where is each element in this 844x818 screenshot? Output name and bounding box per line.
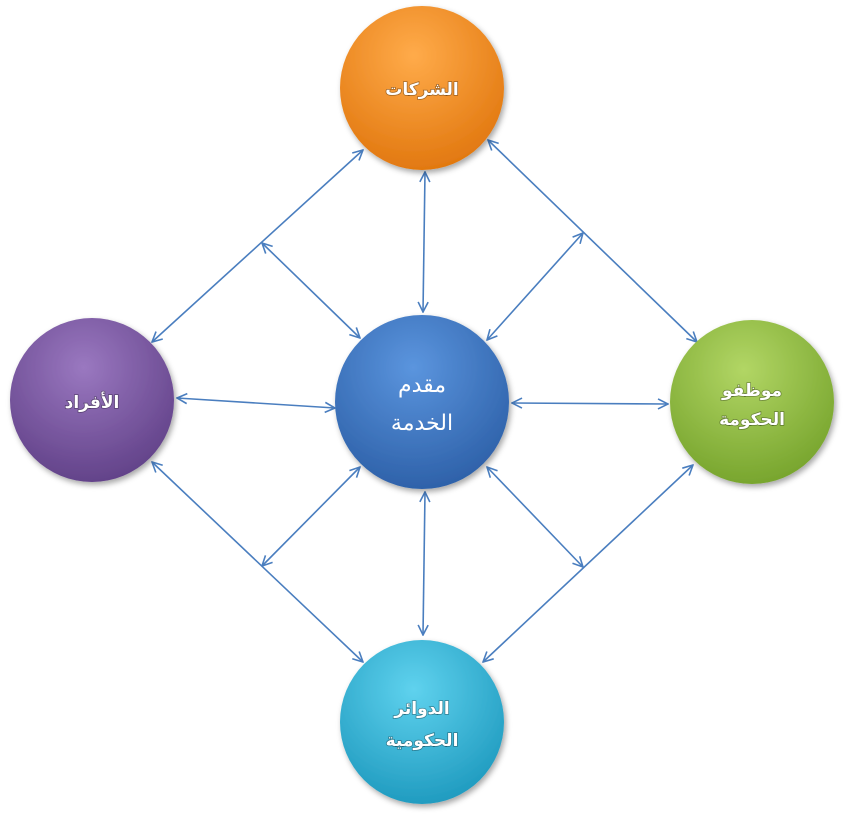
arrow-top-left (152, 150, 363, 342)
node-label: الأفراد (65, 392, 120, 413)
node-label-line2: الحكومة (719, 410, 785, 430)
node-circle (335, 315, 509, 489)
arrow-diag-br-center (487, 467, 583, 567)
node-label-line2: الخدمة (391, 411, 453, 436)
arrow-left-center (177, 398, 335, 408)
connectors (152, 140, 697, 662)
node-circle (340, 6, 504, 170)
arrow-bottom-center (423, 492, 425, 635)
node-label-line1: مقدم (398, 373, 446, 398)
node-top: الشركات (340, 6, 504, 170)
node-bottom: الدوائر الحكومية (340, 640, 504, 804)
node-circle (340, 640, 504, 804)
arrow-top-center (423, 172, 425, 312)
arrow-diag-tl-center (262, 243, 360, 338)
arrow-right-center (512, 403, 668, 404)
node-circle (670, 320, 834, 484)
arrow-top-right (488, 140, 697, 342)
node-label-line2: الحكومية (386, 731, 459, 751)
arrow-bottom-right (483, 465, 693, 662)
arrow-diag-bl-center (262, 467, 360, 566)
node-left: الأفراد (10, 318, 174, 482)
node-center: مقدم الخدمة (335, 315, 509, 489)
node-label-line1: موظفو (721, 381, 782, 401)
node-circle (10, 318, 174, 482)
arrow-diag-tr-center (487, 233, 583, 340)
node-label: الشركات (385, 80, 458, 100)
node-label-line1: الدوائر (393, 699, 449, 719)
arrow-bottom-left (152, 462, 363, 662)
node-right: موظفو الحكومة (670, 320, 834, 484)
